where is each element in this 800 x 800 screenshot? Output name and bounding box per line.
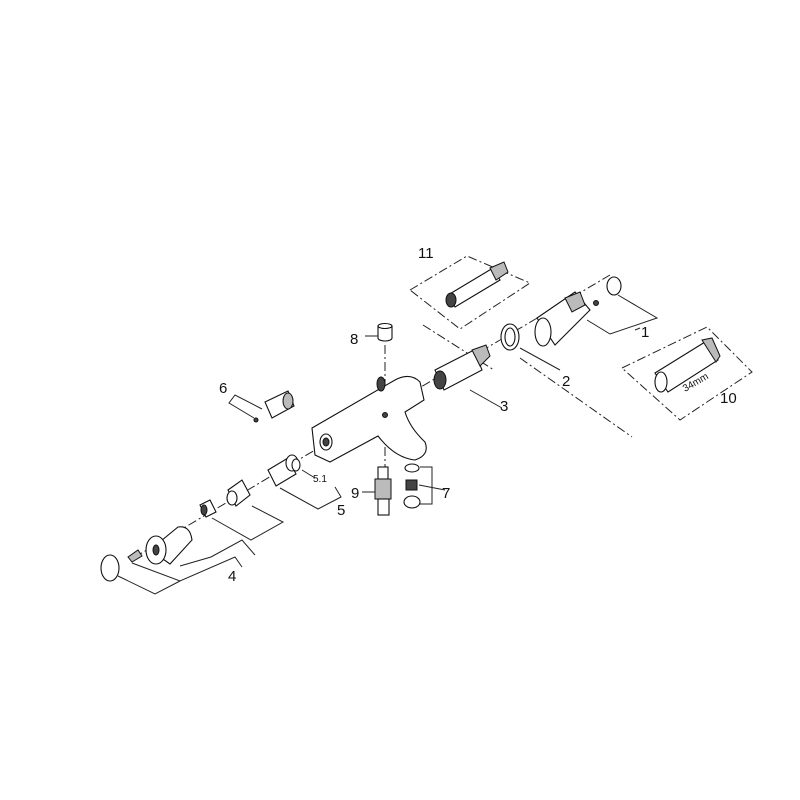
label-8: 8 [350, 331, 358, 348]
leader-2 [519, 347, 561, 371]
label-5-1: 5.1 [313, 474, 327, 485]
label-5: 5 [337, 502, 345, 519]
label-1: 1 [641, 324, 649, 341]
label-11: 11 [418, 245, 434, 262]
connector-6 [253, 390, 295, 423]
leader-3 [469, 389, 503, 409]
cap-disc [100, 554, 120, 582]
kit-11-box [409, 255, 532, 330]
label-7: 7 [442, 485, 450, 502]
kit-10-box [621, 326, 753, 421]
handle-1 [534, 276, 622, 347]
aerator-7 [403, 463, 421, 509]
label-2: 2 [562, 373, 570, 390]
cartridge-5 [267, 454, 301, 487]
bracket-1 [586, 294, 659, 335]
label-3: 3 [500, 398, 508, 415]
o-ring-5-1 [291, 458, 301, 472]
cartridge-11 [445, 261, 509, 308]
label-9: 9 [351, 485, 359, 502]
bracket-4a [211, 505, 285, 541]
bracket-7 [420, 466, 433, 505]
cartridge-3 [433, 344, 491, 391]
mixer-body [311, 375, 427, 463]
kit10-leader [519, 357, 633, 438]
bracket-5 [279, 486, 342, 510]
bracket-4c [131, 556, 243, 582]
label-4: 4 [228, 568, 236, 585]
bracket-4b [179, 539, 256, 567]
label-10: 10 [720, 390, 737, 407]
handle-assembly-4 [100, 479, 251, 582]
leader-5-1 [301, 469, 316, 479]
bracket-6 [228, 394, 263, 419]
bracket-4d [117, 575, 181, 595]
tool-10 [654, 337, 721, 393]
diverter-9 [374, 466, 392, 516]
label-6: 6 [219, 380, 227, 397]
cap-8 [377, 325, 393, 342]
